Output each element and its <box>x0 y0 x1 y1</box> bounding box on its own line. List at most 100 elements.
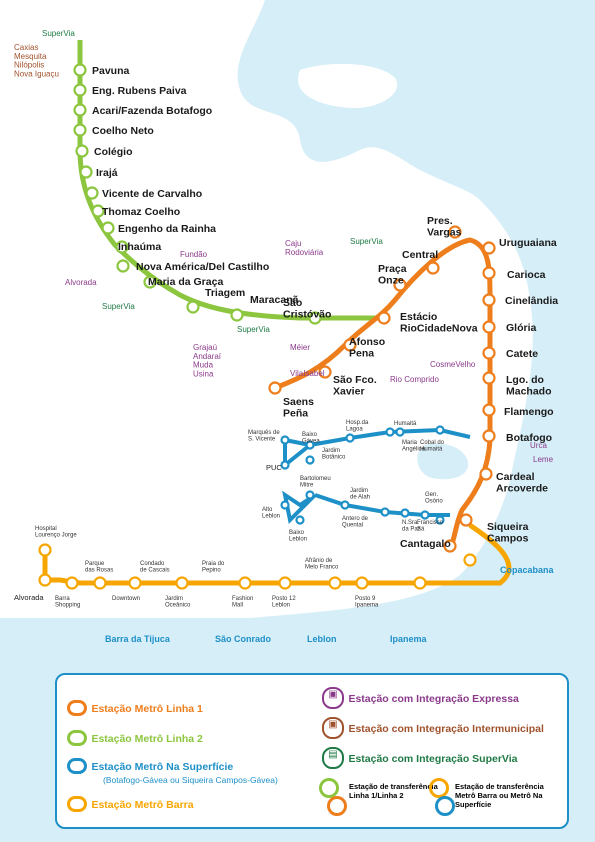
station-label-line2-12: Maria da Graça <box>148 276 223 288</box>
station-7-superficie[interactable] <box>435 425 445 435</box>
station-label-line1-6: Central <box>402 249 438 261</box>
station-11-line2[interactable] <box>116 259 130 273</box>
station-3-line1[interactable] <box>343 338 357 352</box>
station-7-barra[interactable] <box>238 576 252 590</box>
station-label-superficie-14: N.Sra.da Paz <box>402 520 421 533</box>
station-12-line1[interactable] <box>482 346 496 360</box>
neighborhood-1: Copacabana <box>500 565 555 575</box>
station-label-line2-4: Coelho Neto <box>92 125 154 137</box>
station-13-line1[interactable] <box>482 371 496 385</box>
land-area <box>0 0 533 618</box>
station-10-superficie[interactable] <box>280 500 290 510</box>
supervia-central: SuperVia <box>350 237 383 246</box>
station-14-line1[interactable] <box>482 403 496 417</box>
station-8-line1[interactable] <box>482 241 496 255</box>
station-18-line1[interactable] <box>443 539 457 553</box>
legend-expressa-label: Estação com Integração Expressa <box>348 693 519 706</box>
legend-line2: Estação Metrô Linha 2 <box>67 729 203 747</box>
station-4-barra[interactable] <box>93 576 107 590</box>
station-10-line2[interactable] <box>115 240 129 254</box>
legend-transfer12-label: Estação de transferência Linha 1/Linha 2 <box>349 782 438 800</box>
station-1-superficie[interactable] <box>280 435 290 445</box>
bus-icon: ▣ <box>322 687 344 709</box>
station-label-line1-7: Pres.Vargas <box>427 215 462 239</box>
station-9-barra[interactable] <box>328 576 342 590</box>
station-5-line1[interactable] <box>393 278 407 292</box>
station-label-line1-2: São Fco.Xavier <box>333 374 377 398</box>
station-11-barra[interactable] <box>413 576 427 590</box>
station-6-line1[interactable] <box>426 261 440 275</box>
supervia-maracana: SuperVia <box>237 325 270 334</box>
station-2-superficie[interactable] <box>305 440 315 450</box>
legend-intermunicipal: ▣ Estação com Integração Intermunicipal <box>322 717 544 739</box>
station-14-line2[interactable] <box>230 308 244 322</box>
station-5-superficie[interactable] <box>385 427 395 437</box>
station-7-line2[interactable] <box>85 186 99 200</box>
station-label-line2-2: Eng. Rubens Paiva <box>92 85 187 97</box>
station-label-line2-10: Inhaúma <box>118 241 161 253</box>
station-8-line2[interactable] <box>91 204 105 218</box>
station-2-line1[interactable] <box>318 365 332 379</box>
station-5-barra[interactable] <box>128 576 142 590</box>
station-14-superficie[interactable] <box>400 508 410 518</box>
station-6-line2[interactable] <box>79 165 93 179</box>
station-15-line1[interactable] <box>482 429 496 443</box>
station-2-barra[interactable] <box>38 573 52 587</box>
station-11-line1[interactable] <box>482 320 496 334</box>
station-label-line1-10: Cinelândia <box>505 295 558 307</box>
station-3-barra[interactable] <box>65 576 79 590</box>
station-12-superficie[interactable] <box>340 500 350 510</box>
station-5-line2[interactable] <box>75 144 89 158</box>
station-10-barra[interactable] <box>355 576 369 590</box>
station-10-line1[interactable] <box>482 293 496 307</box>
station-6-barra[interactable] <box>175 576 189 590</box>
station-17-line1[interactable] <box>459 513 473 527</box>
station-13-superficie[interactable] <box>380 507 390 517</box>
station-1-barra[interactable] <box>38 543 52 557</box>
legend-superficie-sub: (Botafogo-Gávea ou Siqueira Campos-Gávea… <box>103 775 278 785</box>
station-3-superficie[interactable] <box>305 455 315 465</box>
station-16-line1[interactable] <box>479 467 493 481</box>
station-15-line2[interactable] <box>308 311 322 325</box>
station-9-superficie[interactable] <box>305 490 315 500</box>
station-15-superficie[interactable] <box>420 510 430 520</box>
station-6-superficie[interactable] <box>395 427 405 437</box>
station-label-line2-3: Acari/Fazenda Botafogo <box>92 105 212 117</box>
legend-barra-label: Estação Metrô Barra <box>91 799 194 811</box>
station-7-line1[interactable] <box>448 225 462 239</box>
station-13-line2[interactable] <box>186 300 200 314</box>
station-label-superficie-15: Gen.Osório <box>425 492 443 505</box>
station-4-line1[interactable] <box>377 311 391 325</box>
station-8-barra[interactable] <box>278 576 292 590</box>
station-11-superficie[interactable] <box>295 515 305 525</box>
station-12-line2[interactable] <box>143 275 157 289</box>
legend-superficie: Estação Metrô Na Superfície (Botafogo-Gá… <box>67 757 278 785</box>
station-1-line1[interactable] <box>268 381 282 395</box>
neighborhood-3: São Conrado <box>215 634 272 644</box>
station-12-barra[interactable] <box>463 553 477 567</box>
station-label-superficie-8: PUC <box>266 463 282 472</box>
legend-barra: Estação Metrô Barra <box>67 795 194 813</box>
station-2-line2[interactable] <box>73 83 87 97</box>
station-8-superficie[interactable] <box>280 460 290 470</box>
station-9-line1[interactable] <box>482 266 496 280</box>
station-4-line2[interactable] <box>73 123 87 137</box>
connection-fundao: Fundão <box>180 250 208 259</box>
station-1-line2[interactable] <box>73 63 87 77</box>
neighborhood-4: Leblon <box>307 634 337 644</box>
station-16-superficie[interactable] <box>435 515 445 525</box>
station-label-line2-1: Pavuna <box>92 65 130 77</box>
station-4-superficie[interactable] <box>345 433 355 443</box>
station-9-line2[interactable] <box>101 221 115 235</box>
station-3-line2[interactable] <box>73 103 87 117</box>
